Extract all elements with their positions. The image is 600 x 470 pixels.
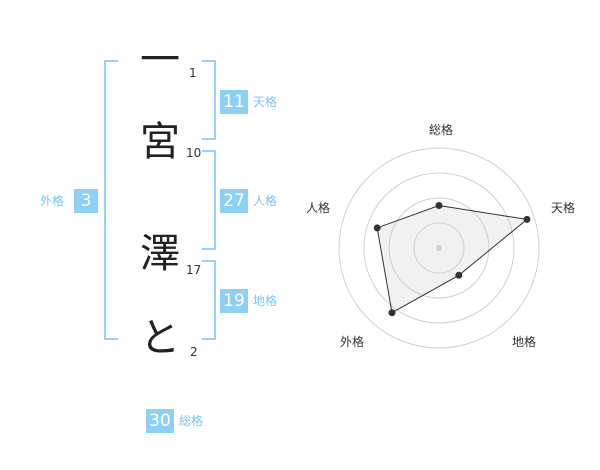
radar-point — [435, 202, 443, 209]
radar-axis-label-tenkaku: 天格 — [551, 200, 575, 215]
radar-axis-label-gaikaku: 外格 — [340, 334, 364, 349]
jinkaku-value: 27 — [220, 189, 248, 213]
radar-axis-label-jinkaku: 人格 — [306, 200, 330, 215]
gaikaku-value: 3 — [74, 189, 98, 213]
radar-points — [373, 202, 531, 317]
radar-polygon — [376, 204, 529, 314]
stroke-count-1: 1 — [189, 66, 197, 80]
chikaku-bracket — [202, 260, 216, 340]
soukaku-label: 総格 — [179, 414, 204, 428]
stroke-count-4: 2 — [190, 345, 198, 359]
radar-point — [388, 309, 396, 317]
soukaku-value: 30 — [146, 409, 174, 433]
gaikaku-label: 外格 — [40, 194, 65, 208]
radar-point — [523, 215, 531, 223]
name-char-2: 宮 — [140, 119, 180, 165]
radar-point — [373, 224, 381, 232]
stroke-count-2: 10 — [186, 146, 202, 160]
radar-axis-label-soukaku: 総格 — [429, 122, 453, 137]
tenkaku-label: 天格 — [253, 95, 278, 109]
chikaku-label: 地格 — [253, 294, 278, 308]
tenkaku-bracket — [202, 60, 216, 140]
jinkaku-label: 人格 — [253, 194, 278, 208]
stroke-count-3: 17 — [186, 263, 202, 277]
radar-axis-label-chikaku: 地格 — [512, 334, 536, 349]
radar-ring — [388, 197, 490, 299]
radar-point — [455, 271, 463, 279]
radar-ring — [413, 222, 465, 274]
tenkaku-value: 11 — [220, 90, 248, 114]
name-char-3: 澤 — [140, 231, 180, 277]
radar-rings — [338, 147, 540, 349]
radar-center — [436, 245, 442, 251]
jinkaku-bracket — [202, 150, 216, 250]
name-char-4: と — [140, 315, 180, 361]
chikaku-value: 19 — [220, 289, 248, 313]
gaikaku-bracket — [104, 60, 118, 340]
radar-ring — [363, 172, 515, 324]
radar-ring — [338, 147, 540, 349]
name-char-1: 一 — [140, 37, 180, 83]
